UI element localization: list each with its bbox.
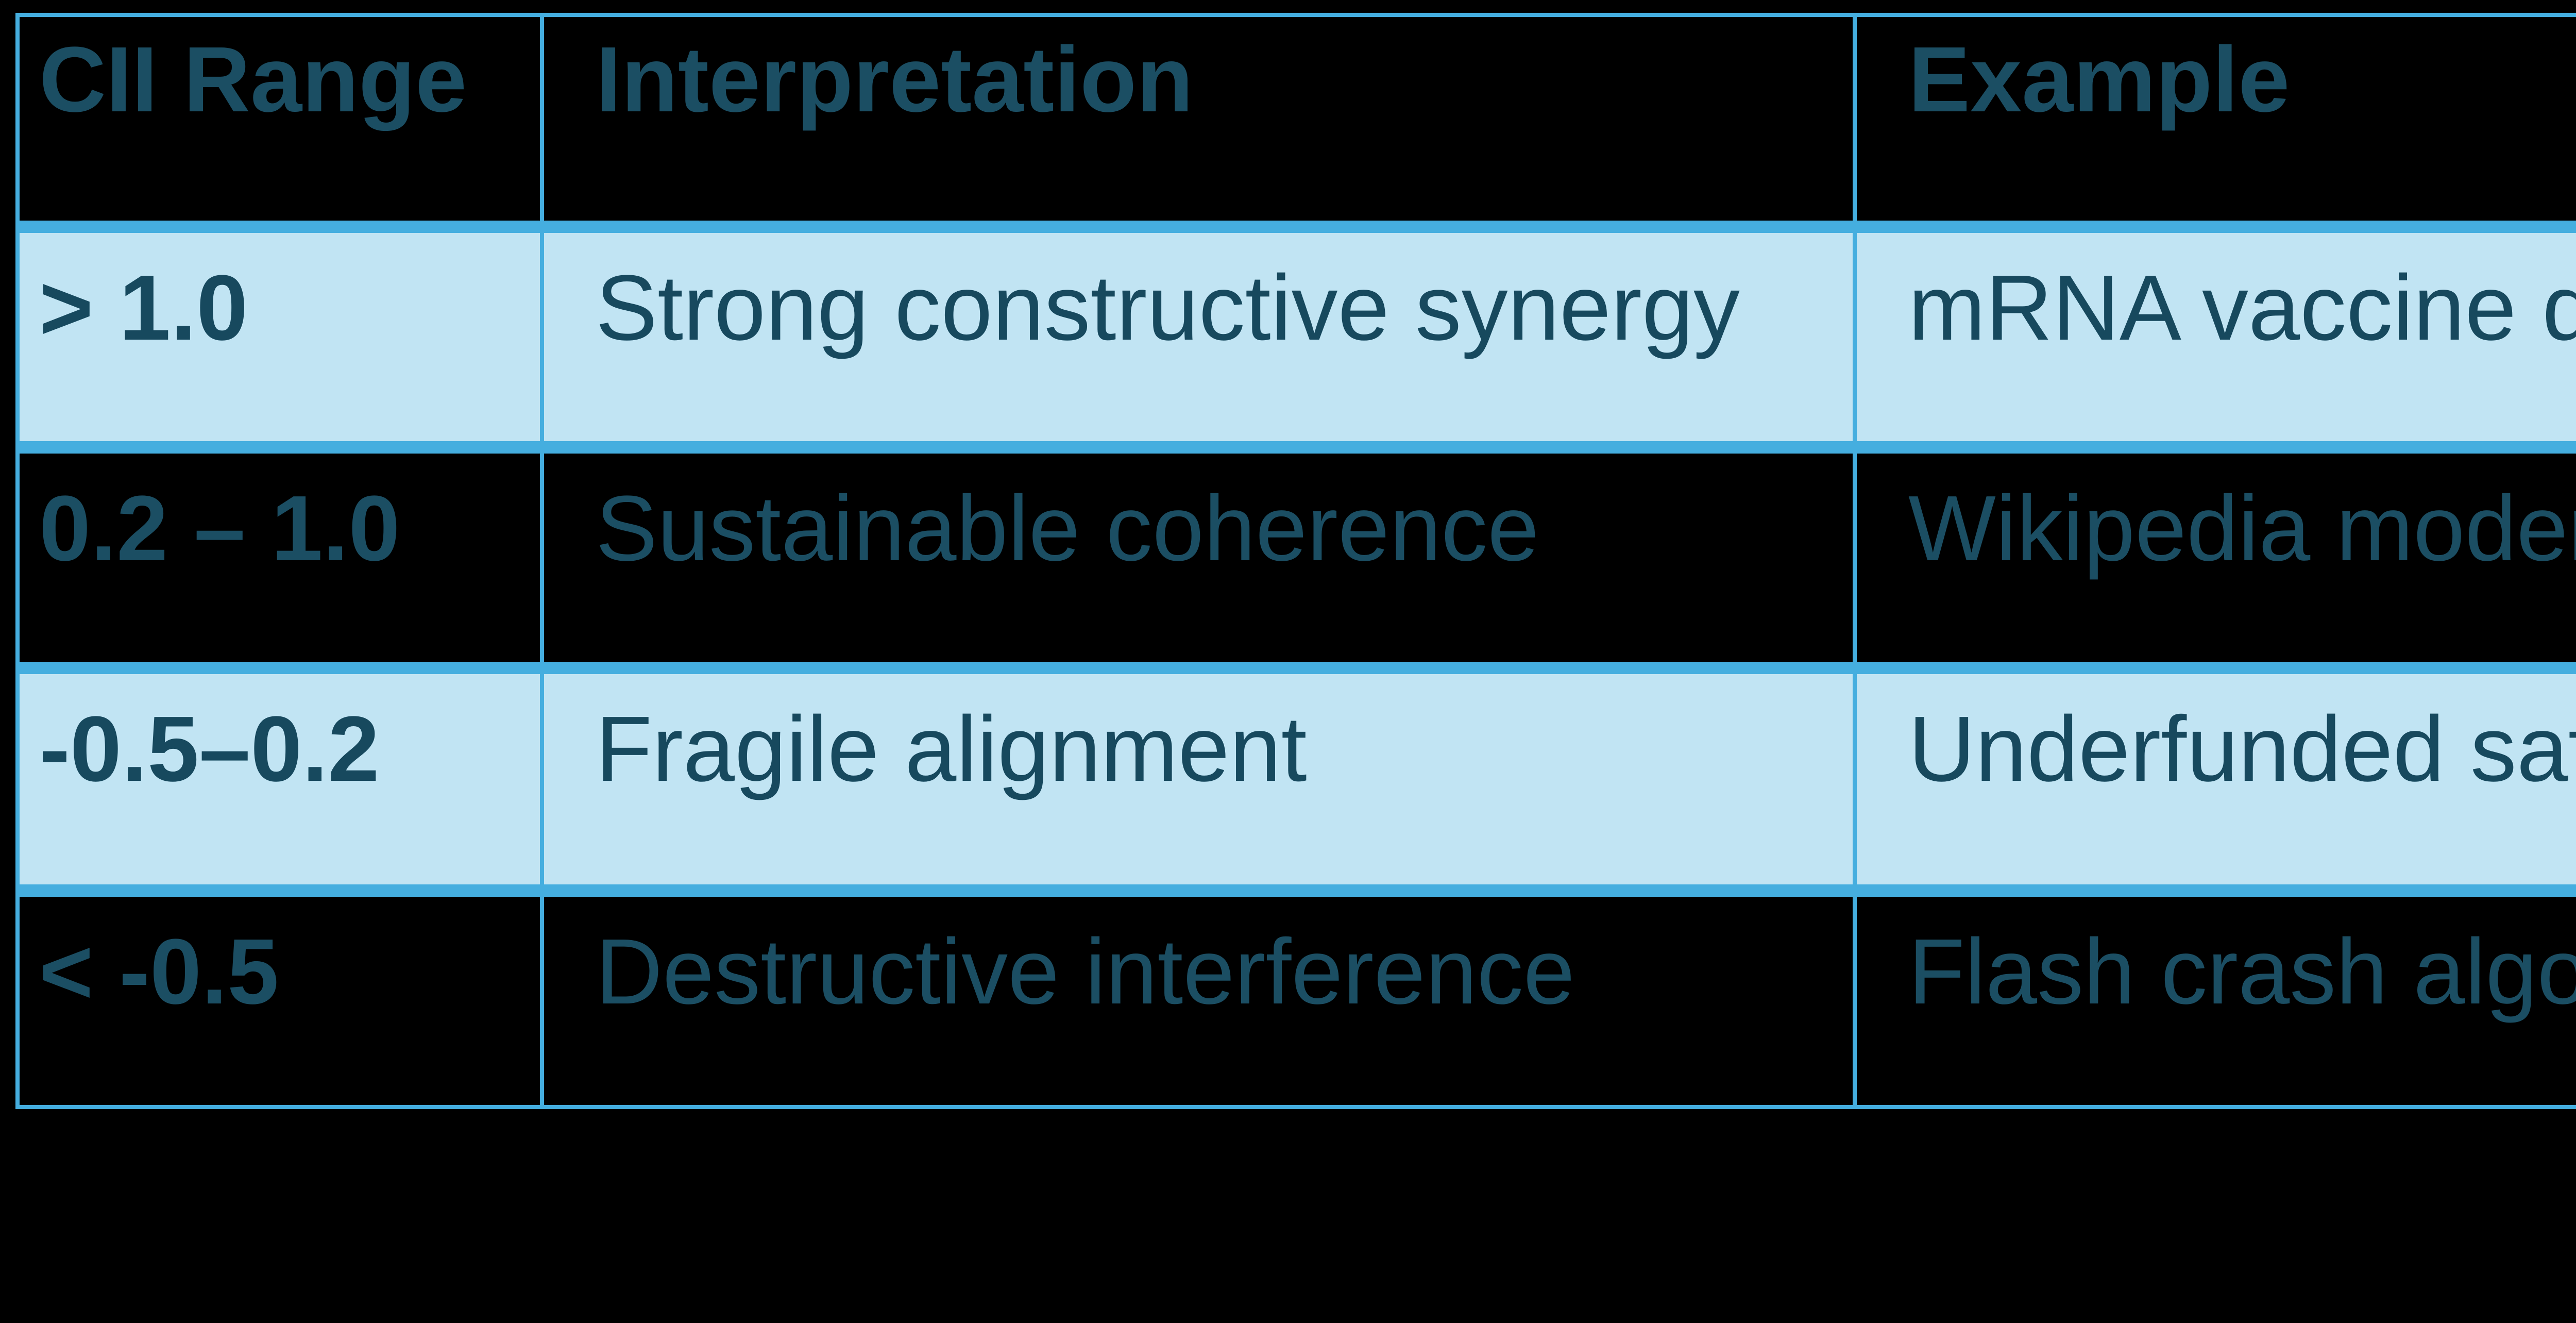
row2-interpretation-cell: Sustainable coherence — [540, 441, 1853, 662]
header-cell-cii-range: CII Range — [20, 17, 540, 221]
row3-range-cell: -0.5–0.2 — [20, 662, 540, 884]
row4-example-cell: Flash crash algorithms — [1853, 884, 2576, 1105]
row2-example-cell: Wikipedia moderation — [1853, 441, 2576, 662]
row3-interpretation-cell: Fragile alignment — [540, 662, 1853, 884]
cii-range-table: CII Range Interpretation Example > 1.0 S… — [15, 13, 2576, 1109]
row1-range-cell: > 1.0 — [20, 221, 540, 441]
row3-example-cell: Underfunded safety review — [1853, 662, 2576, 884]
row1-example-cell: mRNA vaccine development — [1853, 221, 2576, 441]
row4-interpretation-cell: Destructive interference — [540, 884, 1853, 1105]
row1-interpretation-cell: Strong constructive synergy — [540, 221, 1853, 441]
header-cell-example: Example — [1853, 17, 2576, 221]
header-cell-interpretation: Interpretation — [540, 17, 1853, 221]
row2-range-cell: 0.2 – 1.0 — [20, 441, 540, 662]
row4-range-cell: < -0.5 — [20, 884, 540, 1105]
